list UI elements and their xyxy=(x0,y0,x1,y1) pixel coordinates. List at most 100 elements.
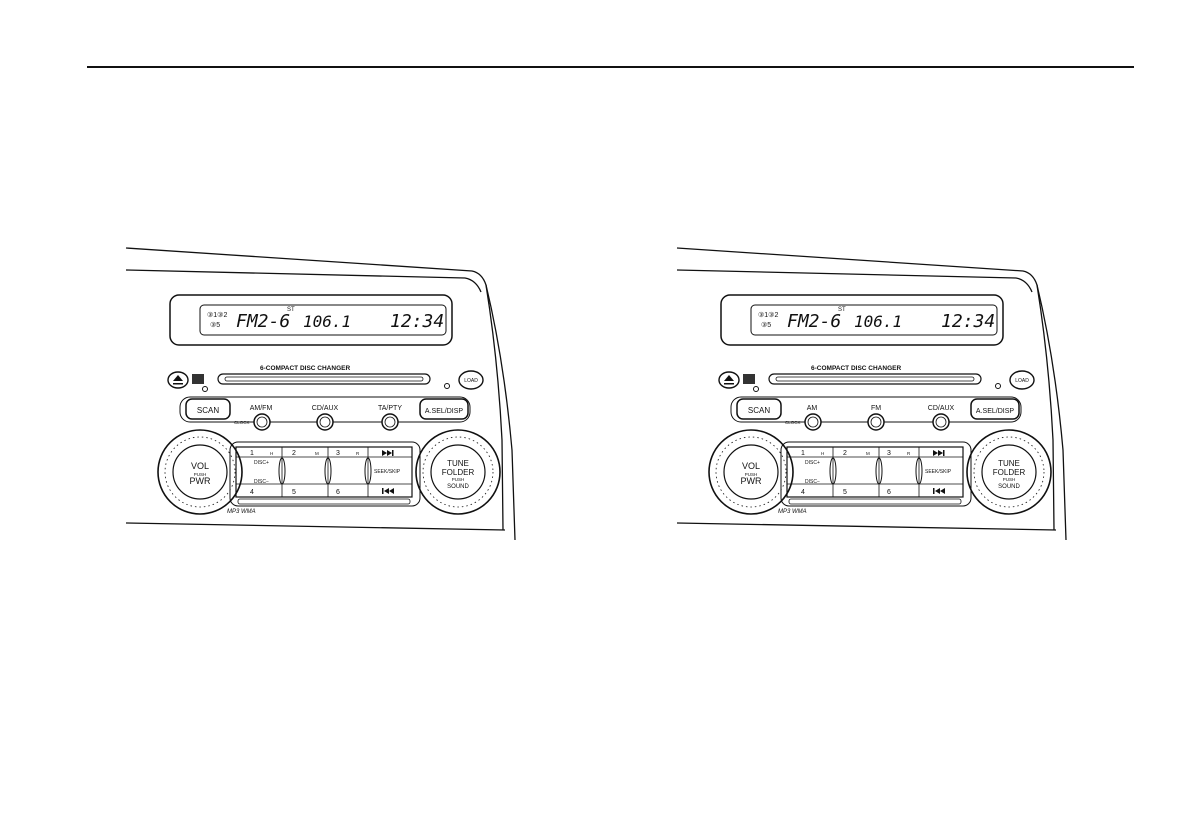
preset-2[interactable]: 2 xyxy=(843,450,847,457)
svg-text:AM: AM xyxy=(807,405,818,412)
svg-text:VOL: VOL xyxy=(742,461,760,471)
am-fm-button[interactable]: AM/FM xyxy=(250,405,273,431)
am-button[interactable]: AM xyxy=(804,405,822,431)
preset-3-sub: R xyxy=(907,451,911,456)
svg-text:FM: FM xyxy=(871,405,881,412)
scan-button[interactable]: SCAN xyxy=(736,398,782,420)
lcd-display: ③1③2 ③5 FM2-6 ST 106.1 12:34 xyxy=(169,294,453,346)
seek-back-icon[interactable] xyxy=(933,488,945,494)
seek-forward-icon[interactable] xyxy=(382,450,394,456)
preset-3[interactable]: 3 xyxy=(887,450,891,457)
svg-text:LOAD: LOAD xyxy=(1015,378,1029,384)
changer-label: 6-COMPACT DISC CHANGER xyxy=(260,365,350,372)
load-button[interactable]: LOAD xyxy=(1009,370,1035,390)
svg-text:TA/PTY: TA/PTY xyxy=(378,405,402,412)
svg-text:PUSH: PUSH xyxy=(1003,477,1016,482)
cd-aux-button[interactable]: CD/AUX xyxy=(312,405,339,431)
preset-panel xyxy=(780,441,972,507)
preset-3-sub: R xyxy=(356,451,360,456)
disc-icons-bottom: ③5 xyxy=(761,321,771,329)
preset-1-sub: H xyxy=(270,451,273,456)
clock-readout: 12:34 xyxy=(390,311,444,332)
preset-5[interactable]: 5 xyxy=(843,489,847,496)
svg-text:FOLDER: FOLDER xyxy=(442,468,475,477)
svg-text:A.SEL/DISP: A.SEL/DISP xyxy=(425,408,463,415)
clock-readout: 12:34 xyxy=(941,311,995,332)
svg-text:A.SEL/DISP: A.SEL/DISP xyxy=(976,408,1014,415)
svg-text:SCAN: SCAN xyxy=(197,406,219,415)
cd-aux-button[interactable]: CD/AUX xyxy=(928,405,955,431)
svg-text:CD/AUX: CD/AUX xyxy=(312,405,339,412)
disc-plus-label: DISC+ xyxy=(805,460,820,466)
radio-unit-right: ③1③2 ③5 FM2-6 ST 106.1 12:34 6-COMPACT D… xyxy=(671,240,1071,550)
clock-label: CLOCK xyxy=(234,420,250,425)
tune-folder-knob[interactable]: TUNE FOLDER PUSH SOUND xyxy=(415,429,501,515)
svg-text:CD/AUX: CD/AUX xyxy=(928,405,955,412)
eject-icon xyxy=(724,375,734,381)
svg-text:SCAN: SCAN xyxy=(748,406,770,415)
disc-minus-label: DISC− xyxy=(805,479,820,485)
disc-icons-top: ③1③2 xyxy=(758,311,778,319)
svg-text:TUNE: TUNE xyxy=(998,459,1020,468)
svg-text:PUSH: PUSH xyxy=(194,472,207,477)
disc-slot xyxy=(217,373,431,385)
seek-back-icon[interactable] xyxy=(382,488,394,494)
stereo-indicator: ST xyxy=(838,307,846,313)
header-rule xyxy=(87,66,1134,68)
disc-icons-bottom: ③5 xyxy=(210,321,220,329)
asel-disp-button[interactable]: A.SEL/DISP xyxy=(970,398,1020,420)
preset-4[interactable]: 4 xyxy=(801,489,805,496)
asel-disp-button[interactable]: A.SEL/DISP xyxy=(419,398,469,420)
mp3-wma-label: MP3 WMA xyxy=(778,509,807,515)
lcd-display: ③1③2 ③5 FM2-6 ST 106.1 12:34 xyxy=(720,294,1004,346)
stereo-indicator: ST xyxy=(287,307,295,313)
preset-2-sub: M xyxy=(315,451,319,456)
mp3-wma-label: MP3 WMA xyxy=(227,509,256,515)
load-indicator xyxy=(995,383,1001,389)
svg-text:LOAD: LOAD xyxy=(464,378,478,384)
volume-power-knob[interactable]: VOL PUSH PWR xyxy=(157,429,243,515)
band-readout: FM2-6 xyxy=(236,311,290,332)
preset-1[interactable]: 1 xyxy=(250,450,254,457)
svg-text:FOLDER: FOLDER xyxy=(993,468,1026,477)
svg-text:SOUND: SOUND xyxy=(447,484,469,490)
tune-folder-knob[interactable]: TUNE FOLDER PUSH SOUND xyxy=(966,429,1052,515)
svg-text:PUSH: PUSH xyxy=(452,477,465,482)
housing-outline xyxy=(125,247,516,541)
load-button[interactable]: LOAD xyxy=(458,370,484,390)
svg-text:AM/FM: AM/FM xyxy=(250,405,273,412)
eject-button[interactable] xyxy=(718,371,740,389)
disc-minus-label: DISC− xyxy=(254,479,269,485)
seek-skip-label: SEEK/SKIP xyxy=(374,469,401,475)
cd-indicator xyxy=(192,374,208,392)
frequency-readout: 106.1 xyxy=(303,312,351,331)
preset-1[interactable]: 1 xyxy=(801,450,805,457)
ta-pty-button[interactable]: TA/PTY xyxy=(378,405,402,431)
preset-panel xyxy=(229,441,421,507)
svg-text:PUSH: PUSH xyxy=(745,472,758,477)
preset-3[interactable]: 3 xyxy=(336,450,340,457)
frequency-readout: 106.1 xyxy=(854,312,902,331)
preset-6[interactable]: 6 xyxy=(887,489,891,496)
svg-text:SOUND: SOUND xyxy=(998,484,1020,490)
preset-4[interactable]: 4 xyxy=(250,489,254,496)
preset-5[interactable]: 5 xyxy=(292,489,296,496)
eject-button[interactable] xyxy=(167,371,189,389)
preset-2[interactable]: 2 xyxy=(292,450,296,457)
seek-forward-icon[interactable] xyxy=(933,450,945,456)
svg-text:TUNE: TUNE xyxy=(447,459,469,468)
load-indicator xyxy=(444,383,450,389)
housing-outline xyxy=(676,247,1067,541)
seek-skip-label: SEEK/SKIP xyxy=(925,469,952,475)
scan-button[interactable]: SCAN xyxy=(185,398,231,420)
disc-slot xyxy=(768,373,982,385)
volume-power-knob[interactable]: VOL PUSH PWR xyxy=(708,429,794,515)
changer-label: 6-COMPACT DISC CHANGER xyxy=(811,365,901,372)
preset-6[interactable]: 6 xyxy=(336,489,340,496)
cd-indicator xyxy=(743,374,759,392)
clock-label: CLOCK xyxy=(785,420,801,425)
svg-text:VOL: VOL xyxy=(191,461,209,471)
disc-icons-top: ③1③2 xyxy=(207,311,227,319)
eject-icon xyxy=(173,375,183,381)
fm-button[interactable]: FM xyxy=(867,405,885,431)
